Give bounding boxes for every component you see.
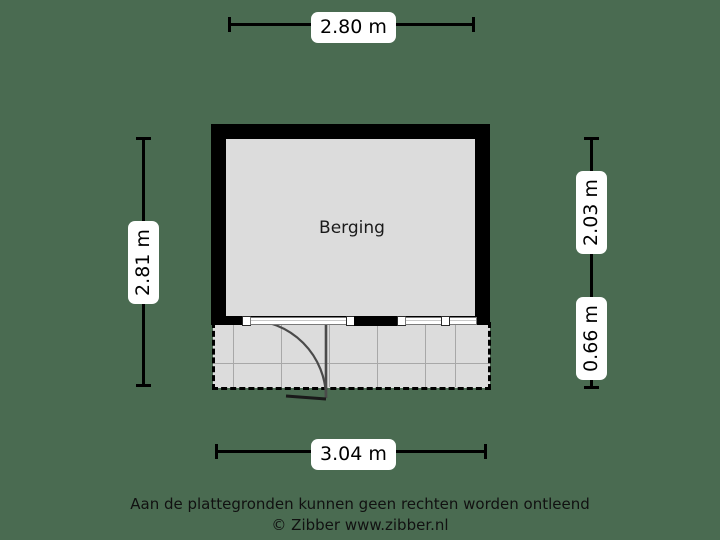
dimension-bottom-cap-left	[215, 444, 218, 459]
terrace-grid-line	[329, 325, 330, 387]
window-rail-left	[251, 320, 346, 321]
terrace-border	[212, 322, 491, 390]
terrace-grid-line	[425, 325, 426, 387]
dimension-left-label: 2.81 m	[128, 221, 159, 304]
dimension-top-cap-right	[472, 17, 475, 32]
wall-right	[475, 124, 490, 323]
dimension-top-label: 2.80 m	[311, 12, 396, 43]
dimension-right-upper-cap-top	[584, 137, 599, 140]
terrace-grid-line	[215, 363, 488, 364]
wall-pier-center	[354, 316, 398, 326]
dimension-right-lower-label: 0.66 m	[576, 297, 607, 380]
dimension-right-upper-label: 2.03 m	[576, 171, 607, 254]
wall-top	[211, 124, 490, 139]
window-panel-left[interactable]	[250, 317, 347, 325]
terrace-grid-line	[281, 325, 282, 387]
dimension-bottom-label: 3.04 m	[311, 439, 396, 470]
dimension-bottom-cap-right	[484, 444, 487, 459]
room-interior-berging	[225, 138, 476, 318]
dimension-left-cap-bottom	[136, 384, 151, 387]
footer-credit: © Zibber www.zibber.nl	[271, 516, 449, 534]
wall-left	[211, 124, 226, 323]
terrace-area	[213, 322, 490, 388]
dimension-right-lower-cap-bottom	[584, 386, 599, 389]
terrace-grid-line	[233, 325, 234, 387]
terrace-grid-line	[455, 325, 456, 387]
dimension-top-cap-left	[228, 17, 231, 32]
footer-disclaimer: Aan de plattegronden kunnen geen rechten…	[130, 495, 590, 513]
terrace-grid-line	[377, 325, 378, 387]
room-label-berging: Berging	[319, 218, 385, 238]
window-jamb-right-2	[441, 316, 450, 326]
dimension-left-cap-top	[136, 137, 151, 140]
door-swing-arc	[246, 320, 376, 402]
